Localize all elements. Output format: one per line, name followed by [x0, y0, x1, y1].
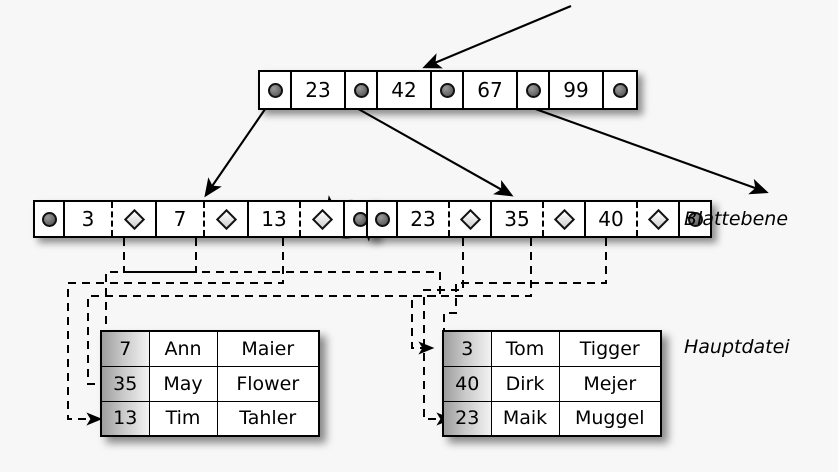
row-last-name: Mejer — [558, 365, 662, 402]
root-pointer-4[interactable] — [604, 72, 636, 108]
root-index-node[interactable]: 23 42 67 99 — [258, 70, 638, 110]
row-first-name: Dirk — [490, 365, 560, 402]
arrow-root-to-leaf-level-label — [515, 101, 769, 195]
row-key: 3 — [442, 330, 492, 367]
row-last-name: Tigger — [558, 330, 662, 367]
leaf-left-record-pointer-1[interactable] — [205, 202, 249, 236]
pointer-dot-icon — [439, 82, 455, 98]
leaf-left-key-1: 7 — [157, 202, 205, 236]
row-key: 7 — [100, 330, 150, 367]
pointer-dot-icon — [267, 82, 283, 98]
record-pointer-diamond-icon — [123, 208, 145, 230]
main-file-label: Hauptdatei — [684, 336, 790, 358]
pointer-dot-icon — [687, 211, 703, 227]
row-key: 13 — [100, 400, 150, 437]
row-last-name: Flower — [216, 365, 320, 402]
leaf-node-right[interactable]: 23 35 40 — [366, 200, 712, 238]
leaf-left-key-0: 3 — [65, 202, 113, 236]
leaf-left-record-pointer-0[interactable] — [113, 202, 157, 236]
root-pointer-0[interactable] — [260, 72, 292, 108]
row-key: 23 — [442, 400, 492, 437]
row-last-name: Tahler — [216, 400, 320, 437]
table-row[interactable]: 3 Tom Tigger — [442, 330, 662, 367]
leaf-left-key-2: 13 — [249, 202, 301, 236]
leaf-right-record-pointer-0[interactable] — [450, 202, 492, 236]
arrow-root-to-right-leaf — [345, 101, 514, 197]
record-pointer-diamond-icon — [647, 208, 669, 230]
pointer-dot-icon — [353, 82, 369, 98]
pointer-dot-icon — [41, 211, 57, 227]
leaf-right-key-2: 40 — [586, 202, 638, 236]
leaf-right-key-0: 23 — [398, 202, 450, 236]
main-file-table-right[interactable]: 3 Tom Tigger 40 Dirk Mejer 23 Maik Mugge… — [442, 330, 662, 437]
leaf-right-record-pointer-2[interactable] — [638, 202, 680, 236]
arrow-root-to-left-leaf — [204, 101, 271, 198]
row-first-name: Ann — [148, 330, 218, 367]
pointer-dot-icon — [612, 82, 628, 98]
root-key-3: 99 — [550, 72, 604, 108]
leaf-right-record-pointer-1[interactable] — [544, 202, 586, 236]
leaf-left-record-pointer-2[interactable] — [301, 202, 345, 236]
root-pointer-1[interactable] — [346, 72, 378, 108]
row-first-name: May — [148, 365, 218, 402]
table-row[interactable]: 35 May Flower — [100, 365, 320, 402]
root-key-2: 67 — [464, 72, 518, 108]
pointer-dot-icon — [374, 211, 390, 227]
root-pointer-3[interactable] — [518, 72, 550, 108]
main-file-table-left[interactable]: 7 Ann Maier 35 May Flower 13 Tim Tahler — [100, 330, 320, 437]
row-first-name: Tim — [148, 400, 218, 437]
table-row[interactable]: 23 Maik Muggel — [442, 400, 662, 437]
record-pointer-diamond-icon — [215, 208, 237, 230]
pointer-dot-icon — [525, 82, 541, 98]
record-pointer-diamond-icon — [311, 208, 333, 230]
row-key: 40 — [442, 365, 492, 402]
leaf-left-prev-pointer[interactable] — [35, 202, 65, 236]
row-key: 35 — [100, 365, 150, 402]
table-row[interactable]: 13 Tim Tahler — [100, 400, 320, 437]
record-pointer-diamond-icon — [553, 208, 575, 230]
table-row[interactable]: 7 Ann Maier — [100, 330, 320, 367]
arrow-into-root — [422, 5, 572, 69]
record-pointer-diamond-icon — [459, 208, 481, 230]
leaf-node-left[interactable]: 3 7 13 — [33, 200, 377, 238]
row-last-name: Maier — [216, 330, 320, 367]
row-first-name: Maik — [490, 400, 560, 437]
leaf-right-prev-pointer[interactable] — [368, 202, 398, 236]
leaf-right-next-pointer[interactable] — [680, 202, 710, 236]
root-pointer-2[interactable] — [432, 72, 464, 108]
record-link-right-1 — [423, 238, 464, 426]
leaf-right-key-1: 35 — [492, 202, 544, 236]
root-key-0: 23 — [292, 72, 346, 108]
row-last-name: Muggel — [558, 400, 662, 437]
table-row[interactable]: 40 Dirk Mejer — [442, 365, 662, 402]
record-link-left-3 — [67, 238, 284, 426]
row-first-name: Tom — [490, 330, 560, 367]
root-key-1: 42 — [378, 72, 432, 108]
leaf-level-label: Blattebene — [684, 208, 789, 230]
